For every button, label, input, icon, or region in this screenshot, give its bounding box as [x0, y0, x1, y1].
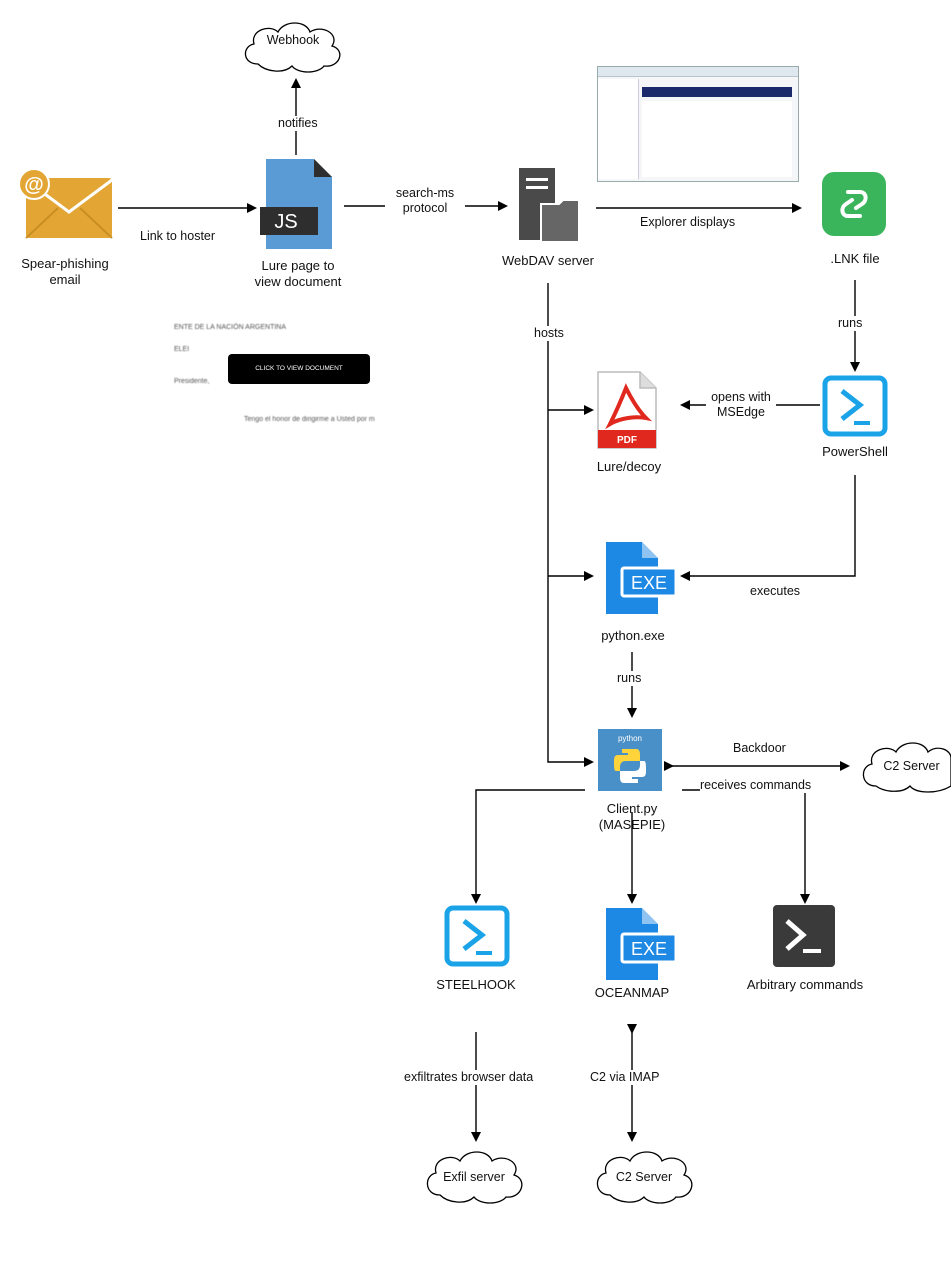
lnk-label: .LNK file: [830, 251, 880, 266]
python-exe-label: python.exe: [601, 628, 665, 643]
edge-label-search-ms-line2: protocol: [402, 201, 448, 215]
lure-page-label: Lure page to view document: [236, 258, 360, 290]
webhook-label: Webhook: [266, 33, 320, 47]
c2-server-top-label: C2 Server: [883, 759, 940, 773]
server-icon: [515, 166, 585, 249]
explorer-screenshot: [597, 66, 799, 182]
edge-label-link-to-hoster: Link to hoster: [140, 229, 216, 244]
lure-preview-line3: Presidente,: [174, 378, 210, 385]
c2-server-top-cloud: [856, 736, 951, 803]
lure-preview-line2: ELEI: [174, 346, 190, 353]
js-file-icon: JS: [256, 157, 336, 257]
powershell-icon: [822, 375, 888, 442]
edge-to-arbitrary: [682, 789, 810, 904]
lure-preview-line4: Tengo el honor de dirigirme a Usted por …: [244, 416, 375, 423]
edge-label-receives-commands: receives commands: [700, 778, 812, 793]
edge-to-steelhook: [471, 789, 585, 904]
exe-badge-python: EXE: [631, 573, 667, 593]
exfil-server-cloud: [418, 1145, 530, 1212]
edge-label-c2-via-imap: C2 via IMAP: [590, 1070, 660, 1085]
client-label-line2: (MASEPIE): [598, 817, 666, 832]
lure-preview: ENTE DE LA NACIÓN ARGENTINA ELEI Preside…: [170, 318, 432, 436]
python-file-icon: python: [598, 729, 662, 796]
edge-label-hosts: hosts: [534, 326, 564, 341]
js-badge: JS: [274, 211, 297, 233]
email-icon: @: [12, 168, 116, 247]
exfil-server-label: Exfil server: [443, 1170, 505, 1184]
link-icon: [822, 172, 886, 241]
steelhook-powershell-icon: [444, 905, 510, 972]
edge-label-runs-mid: runs: [617, 671, 642, 686]
client-label-line1: Client.py: [606, 801, 658, 816]
pdf-badge: PDF: [617, 435, 637, 446]
svg-text:@: @: [24, 174, 44, 196]
edge-label-backdoor: Backdoor: [733, 741, 786, 756]
click-to-view-button: CLICK TO VIEW DOCUMENT: [228, 354, 370, 384]
edge-label-runs-top: runs: [838, 316, 863, 331]
edge-executes: [680, 475, 856, 581]
edge-label-search-ms-line1: search-ms: [395, 186, 455, 200]
edge-hosts: [547, 283, 594, 767]
powershell-label: PowerShell: [822, 444, 888, 459]
c2-server-bottom-label: C2 Server: [615, 1170, 673, 1184]
python-badge: python: [618, 734, 642, 743]
terminal-icon: [773, 905, 835, 972]
edge-label-notifies: notifies: [278, 116, 318, 131]
exe-badge-oceanmap: EXE: [631, 939, 667, 959]
lure-preview-line1: ENTE DE LA NACIÓN ARGENTINA: [174, 324, 287, 331]
edge-label-exfiltrates: exfiltrates browser data: [404, 1070, 534, 1085]
webhook-cloud: [236, 16, 348, 81]
edge-label-explorer-displays: Explorer displays: [640, 215, 736, 230]
email-label: Spear-phishing email: [10, 256, 120, 288]
edge-label-opens-with-line1: opens with: [711, 390, 771, 404]
edge-label-opens-with-line2: MSEdge: [717, 405, 765, 419]
exe-file-icon: EXE: [600, 540, 680, 621]
decoy-label: Lure/decoy: [596, 459, 662, 474]
lure-page-label-line2: view document: [254, 274, 342, 289]
edge-label-search-ms: search-ms protocol: [385, 186, 465, 216]
lure-page-label-line1: Lure page to: [261, 258, 335, 273]
edge-label-opens-with: opens with MSEdge: [706, 390, 776, 420]
webdav-label: WebDAV server: [502, 253, 594, 268]
edge-label-executes: executes: [750, 584, 801, 599]
pdf-file-icon: PDF: [596, 370, 658, 455]
email-label-line1: Spear-phishing: [21, 256, 109, 271]
arbitrary-label: Arbitrary commands: [746, 977, 864, 992]
oceanmap-label: OCEANMAP: [594, 985, 670, 1000]
email-label-line2: email: [49, 272, 81, 287]
oceanmap-exe-icon: EXE: [600, 906, 680, 987]
steelhook-label: STEELHOOK: [436, 977, 516, 992]
client-label: Client.py (MASEPIE): [580, 801, 684, 833]
c2-server-bottom-cloud: [588, 1145, 700, 1212]
